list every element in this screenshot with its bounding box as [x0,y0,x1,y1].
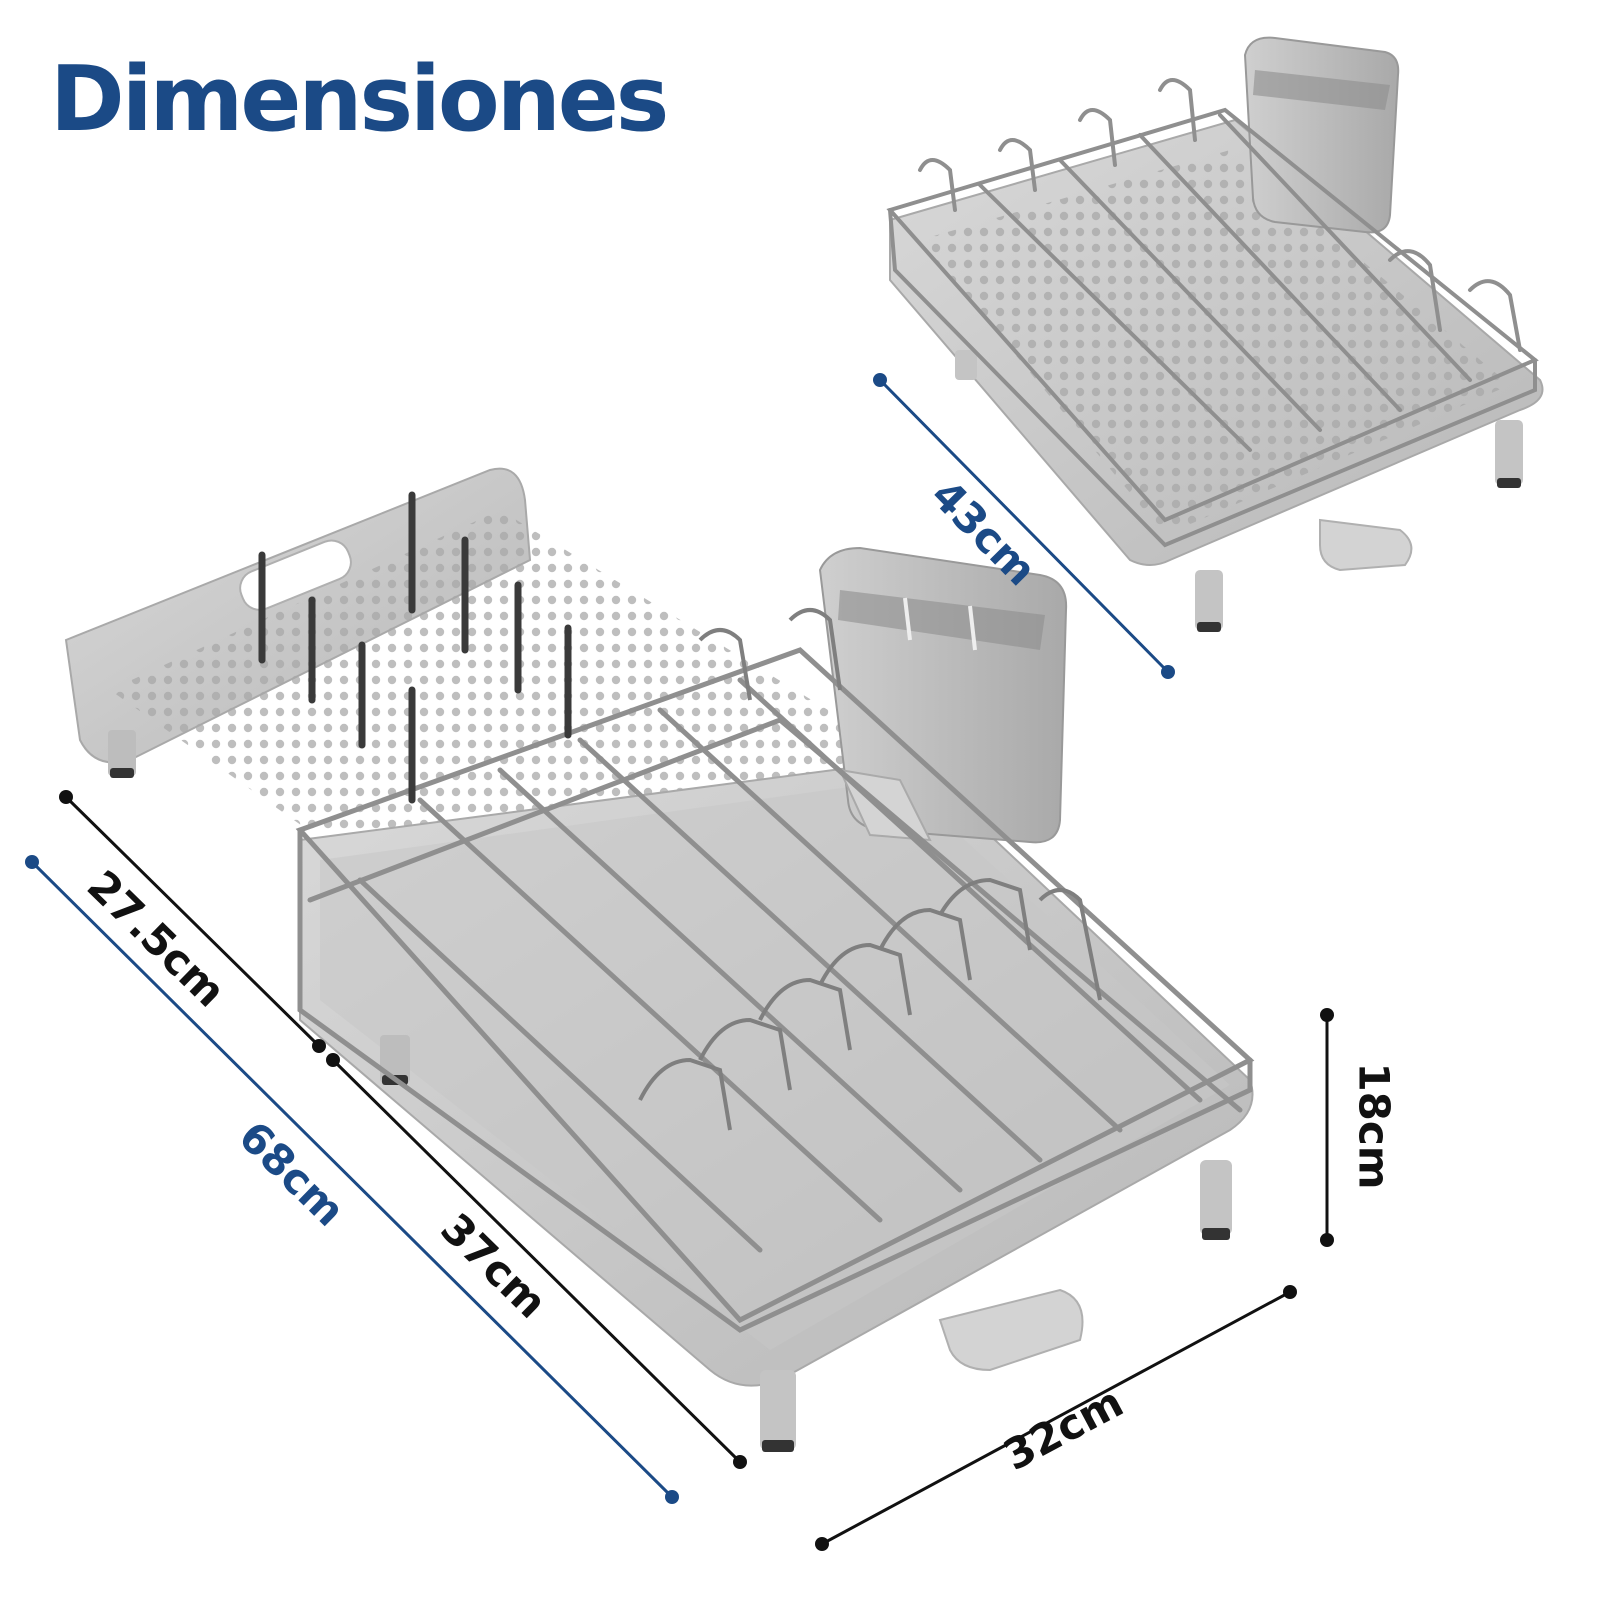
wire-rack [295,647,1255,1333]
dimension-lines [25,373,1334,1551]
utensil-holder [818,546,1068,844]
cup-peg-holders [258,491,572,804]
compact-utensil-holder [1243,36,1400,234]
extended-dish-rack [64,467,1255,1452]
plate-dividers [638,608,1102,1131]
main-base-tray [299,758,1254,1452]
compact-wire-rack [886,78,1539,548]
page-title: Dimensiones [50,47,669,152]
compact-dish-rack [886,36,1544,632]
dimension-label-height: 18cm [1349,1062,1399,1190]
